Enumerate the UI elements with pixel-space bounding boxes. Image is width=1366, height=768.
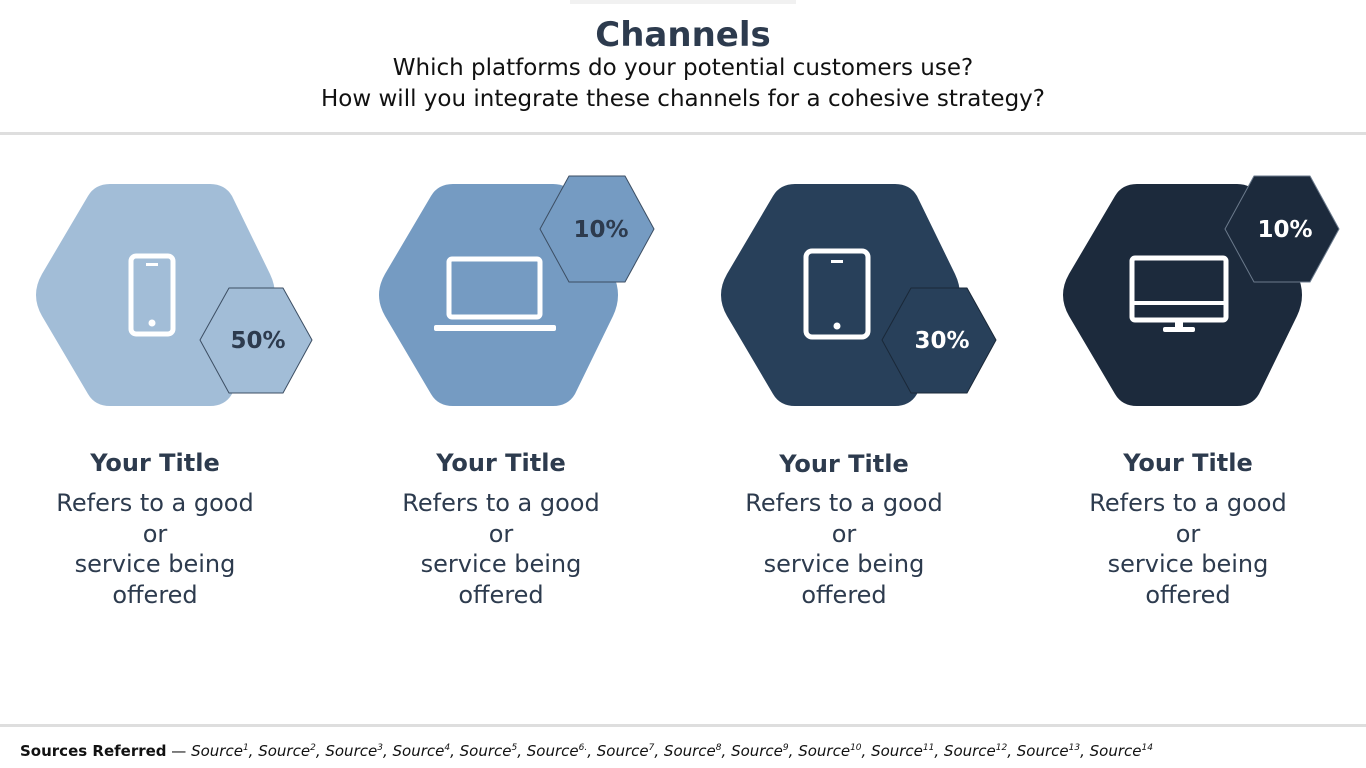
desc-line: Refers to a good <box>402 489 600 517</box>
desc-line: offered <box>112 580 198 609</box>
source-ref: Source11 <box>871 742 934 760</box>
desc-line: service being <box>74 550 236 578</box>
page-subtitle-line-1: Which platforms do your potential custom… <box>392 55 974 81</box>
source-number: 10 <box>850 743 862 753</box>
source-label: Source <box>191 742 243 760</box>
source-number: 2 <box>310 743 316 753</box>
desc-line: service being <box>1107 550 1269 578</box>
desc-line: Refers to a good <box>56 489 254 517</box>
card-description: Refers to a good or service being offere… <box>1028 488 1348 610</box>
source-ref: Source10 <box>798 742 861 760</box>
source-number: 9 <box>782 743 789 753</box>
percent-label: 10% <box>1257 217 1313 243</box>
monitor-icon <box>1129 255 1229 332</box>
source-ref: Source8 <box>664 742 722 760</box>
desc-line: or <box>831 519 857 548</box>
source-number: 6. <box>578 743 588 753</box>
source-label: Source <box>871 742 923 760</box>
desc-line: or <box>1175 519 1201 548</box>
source-ref: Source14 <box>1090 742 1153 760</box>
channel-hexagon-monitor <box>1063 175 1340 406</box>
source-number: 3 <box>377 743 383 753</box>
source-label: Source <box>798 742 851 760</box>
sources-footer: Sources Referred — Source1, Source2, Sou… <box>20 737 1153 762</box>
channel-card-phone: 50% Your Title Refers to a good or servi… <box>0 160 320 630</box>
source-number: 12 <box>995 743 1008 753</box>
channel-card-laptop: 10% Your Title Refers to a good or servi… <box>343 160 663 630</box>
channel-card-tablet: 30% Your Title Refers to a good or servi… <box>685 160 1005 630</box>
desc-line: or <box>488 519 514 548</box>
slide-header: Channels Which platforms do your potenti… <box>0 0 1366 133</box>
channel-card-monitor: 10% Your Title Refers to a good or servi… <box>1027 160 1347 630</box>
source-label: Source <box>943 742 996 760</box>
source-number: 7 <box>648 743 655 753</box>
source-ref: Source2 <box>258 742 316 760</box>
percent-label: 30% <box>914 328 970 354</box>
source-number: 11 <box>922 743 935 753</box>
source-number: 4 <box>444 743 451 753</box>
source-ref: Source5 <box>460 742 518 760</box>
page-title: Channels <box>595 15 771 55</box>
percent-label: 50% <box>230 328 286 354</box>
source-label: Source <box>731 742 783 760</box>
source-ref: Source9 <box>731 742 789 760</box>
header-divider <box>0 132 1366 135</box>
percent-hexagon <box>881 287 997 394</box>
source-number: 13 <box>1068 743 1081 753</box>
desc-line: service being <box>420 550 582 578</box>
sources-lead: Sources Referred <box>20 742 167 760</box>
card-description: Refers to a good or service being offere… <box>684 488 1004 610</box>
source-label: Source <box>663 742 716 760</box>
card-description: Refers to a good or service being offere… <box>341 488 661 610</box>
percent-hexagon <box>539 175 655 283</box>
footer-divider <box>0 724 1366 727</box>
desc-line: offered <box>801 580 887 609</box>
percent-hexagon <box>1224 175 1340 283</box>
sources-list: Source1, Source2, Source3, Source4, Sour… <box>191 742 1153 760</box>
source-label: Source <box>392 742 445 760</box>
card-title: Your Title <box>90 449 220 477</box>
header-accent-strip <box>570 0 796 4</box>
source-ref: Source6. <box>527 742 587 760</box>
source-label: Source <box>596 742 649 760</box>
sources-separator: — <box>166 742 192 760</box>
source-ref: Source12 <box>944 742 1007 760</box>
source-ref: Source13 <box>1017 742 1080 760</box>
desc-line: service being <box>763 550 925 578</box>
source-ref: Source4 <box>393 742 451 760</box>
desc-line: offered <box>1145 580 1231 609</box>
source-number: 1 <box>242 743 249 753</box>
page-subtitle-line-2: How will you integrate these channels fo… <box>321 86 1045 112</box>
percent-hexagon <box>199 287 313 394</box>
desc-line: Refers to a good <box>1089 489 1287 517</box>
laptop-icon <box>434 256 556 331</box>
desc-line: Refers to a good <box>745 489 943 517</box>
source-ref: Source1 <box>191 742 249 760</box>
source-label: Source <box>526 742 579 760</box>
percent-label: 10% <box>573 217 629 243</box>
channel-hexagon-phone <box>36 184 313 406</box>
source-label: Source <box>459 742 512 760</box>
phone-icon <box>128 253 176 337</box>
source-number: 5 <box>511 743 518 753</box>
source-label: Source <box>258 742 311 760</box>
source-number: 8 <box>715 743 722 753</box>
source-label: Source <box>325 742 378 760</box>
card-title: Your Title <box>779 450 909 478</box>
channel-hexagon-tablet <box>721 184 997 406</box>
source-number: 14 <box>1141 743 1153 753</box>
card-title: Your Title <box>436 449 566 477</box>
tablet-icon <box>803 248 871 340</box>
card-title: Your Title <box>1123 449 1253 477</box>
source-ref: Source3 <box>325 742 383 760</box>
channel-hexagon-laptop <box>379 175 655 406</box>
card-description: Refers to a good or service being offere… <box>0 488 315 610</box>
desc-line: offered <box>458 580 544 609</box>
source-label: Source <box>1089 742 1142 760</box>
source-label: Source <box>1016 742 1069 760</box>
desc-line: or <box>142 519 168 548</box>
source-ref: Source7 <box>597 742 655 760</box>
